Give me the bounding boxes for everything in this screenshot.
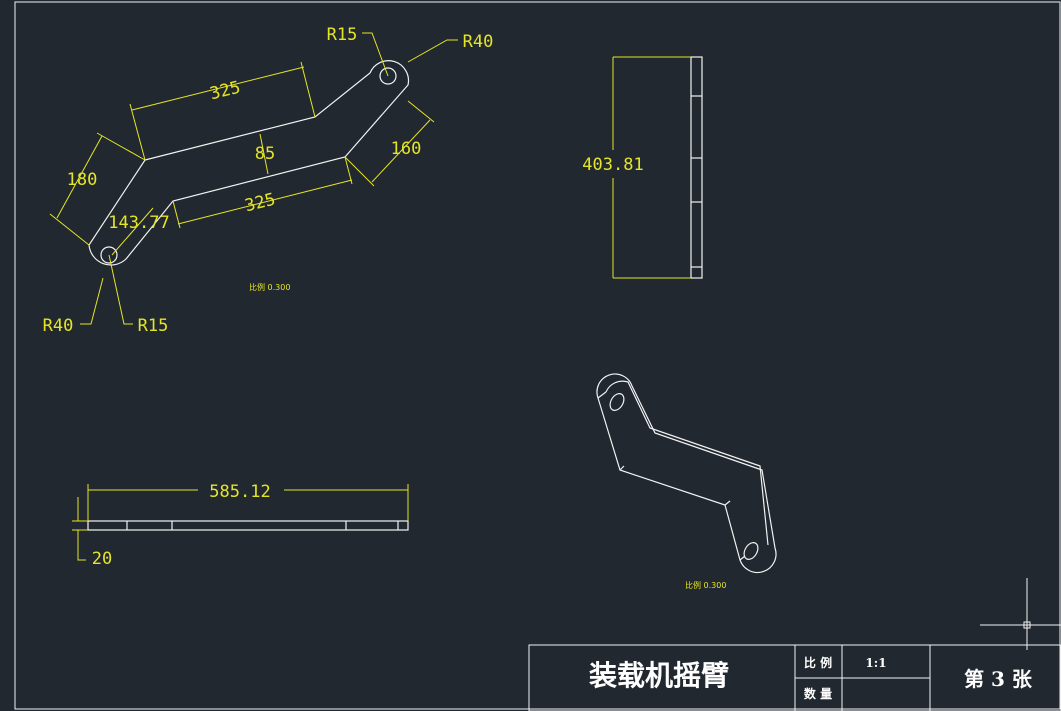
side-plate xyxy=(690,56,703,279)
hole-top xyxy=(379,67,397,85)
scale-label: 比 例 xyxy=(804,655,832,670)
scale-value: 1:1 xyxy=(865,656,886,670)
dim-text-left-180: 180 xyxy=(67,170,98,190)
dim-left-180: 180 xyxy=(49,132,146,246)
arm-outline xyxy=(88,60,410,266)
dim-width-85: 85 xyxy=(255,133,275,175)
callout-r15-top: R15 xyxy=(327,25,389,77)
scale-note-top: 比例 0.300 xyxy=(249,282,290,292)
hole-bottom xyxy=(100,246,118,264)
quantity-label: 数 量 xyxy=(804,686,832,701)
callout-text-r40-top: R40 xyxy=(463,32,494,52)
side-view: 403.81 xyxy=(582,56,703,279)
dim-text-right-160: 160 xyxy=(391,139,422,159)
front-view: 585.12 20 xyxy=(72,482,409,569)
dim-text-length: 585.12 xyxy=(209,482,270,502)
dim-text-height: 403.81 xyxy=(582,155,643,175)
dim-bottom-325: 325 xyxy=(172,156,353,229)
dim-text-top-325: 325 xyxy=(208,78,243,105)
sheet-number: 第 3 张 xyxy=(964,667,1033,691)
top-view: 325 85 325 180 160 xyxy=(43,25,494,336)
dim-text-bottom-325: 325 xyxy=(243,190,278,217)
callout-r15-bottom: R15 xyxy=(108,254,169,336)
dim-top-325: 325 xyxy=(129,61,316,161)
scale-note-iso: 比例 0.300 xyxy=(685,580,726,590)
dim-text-width-85: 85 xyxy=(255,144,275,164)
title-block: 装载机摇臂 比 例 1:1 数 量 第 3 张 xyxy=(528,644,1061,711)
callout-r40-top: R40 xyxy=(407,32,494,63)
part-name: 装载机摇臂 xyxy=(589,659,729,692)
iso-view: 比例 0.300 xyxy=(596,373,777,590)
callout-text-r40-bottom: R40 xyxy=(43,316,74,336)
cad-cursor xyxy=(980,578,1061,650)
dim-right-160: 160 xyxy=(344,100,435,187)
dim-diagonal-143: 143.77 xyxy=(108,207,170,256)
dim-text-diagonal: 143.77 xyxy=(108,213,169,233)
callout-text-r15-bottom: R15 xyxy=(138,316,169,336)
dim-text-thickness: 20 xyxy=(92,549,112,569)
sheet-border xyxy=(14,1,1061,710)
front-plate xyxy=(87,520,409,531)
callout-r40-bottom: R40 xyxy=(43,277,104,336)
callout-text-r15-top: R15 xyxy=(327,25,358,45)
